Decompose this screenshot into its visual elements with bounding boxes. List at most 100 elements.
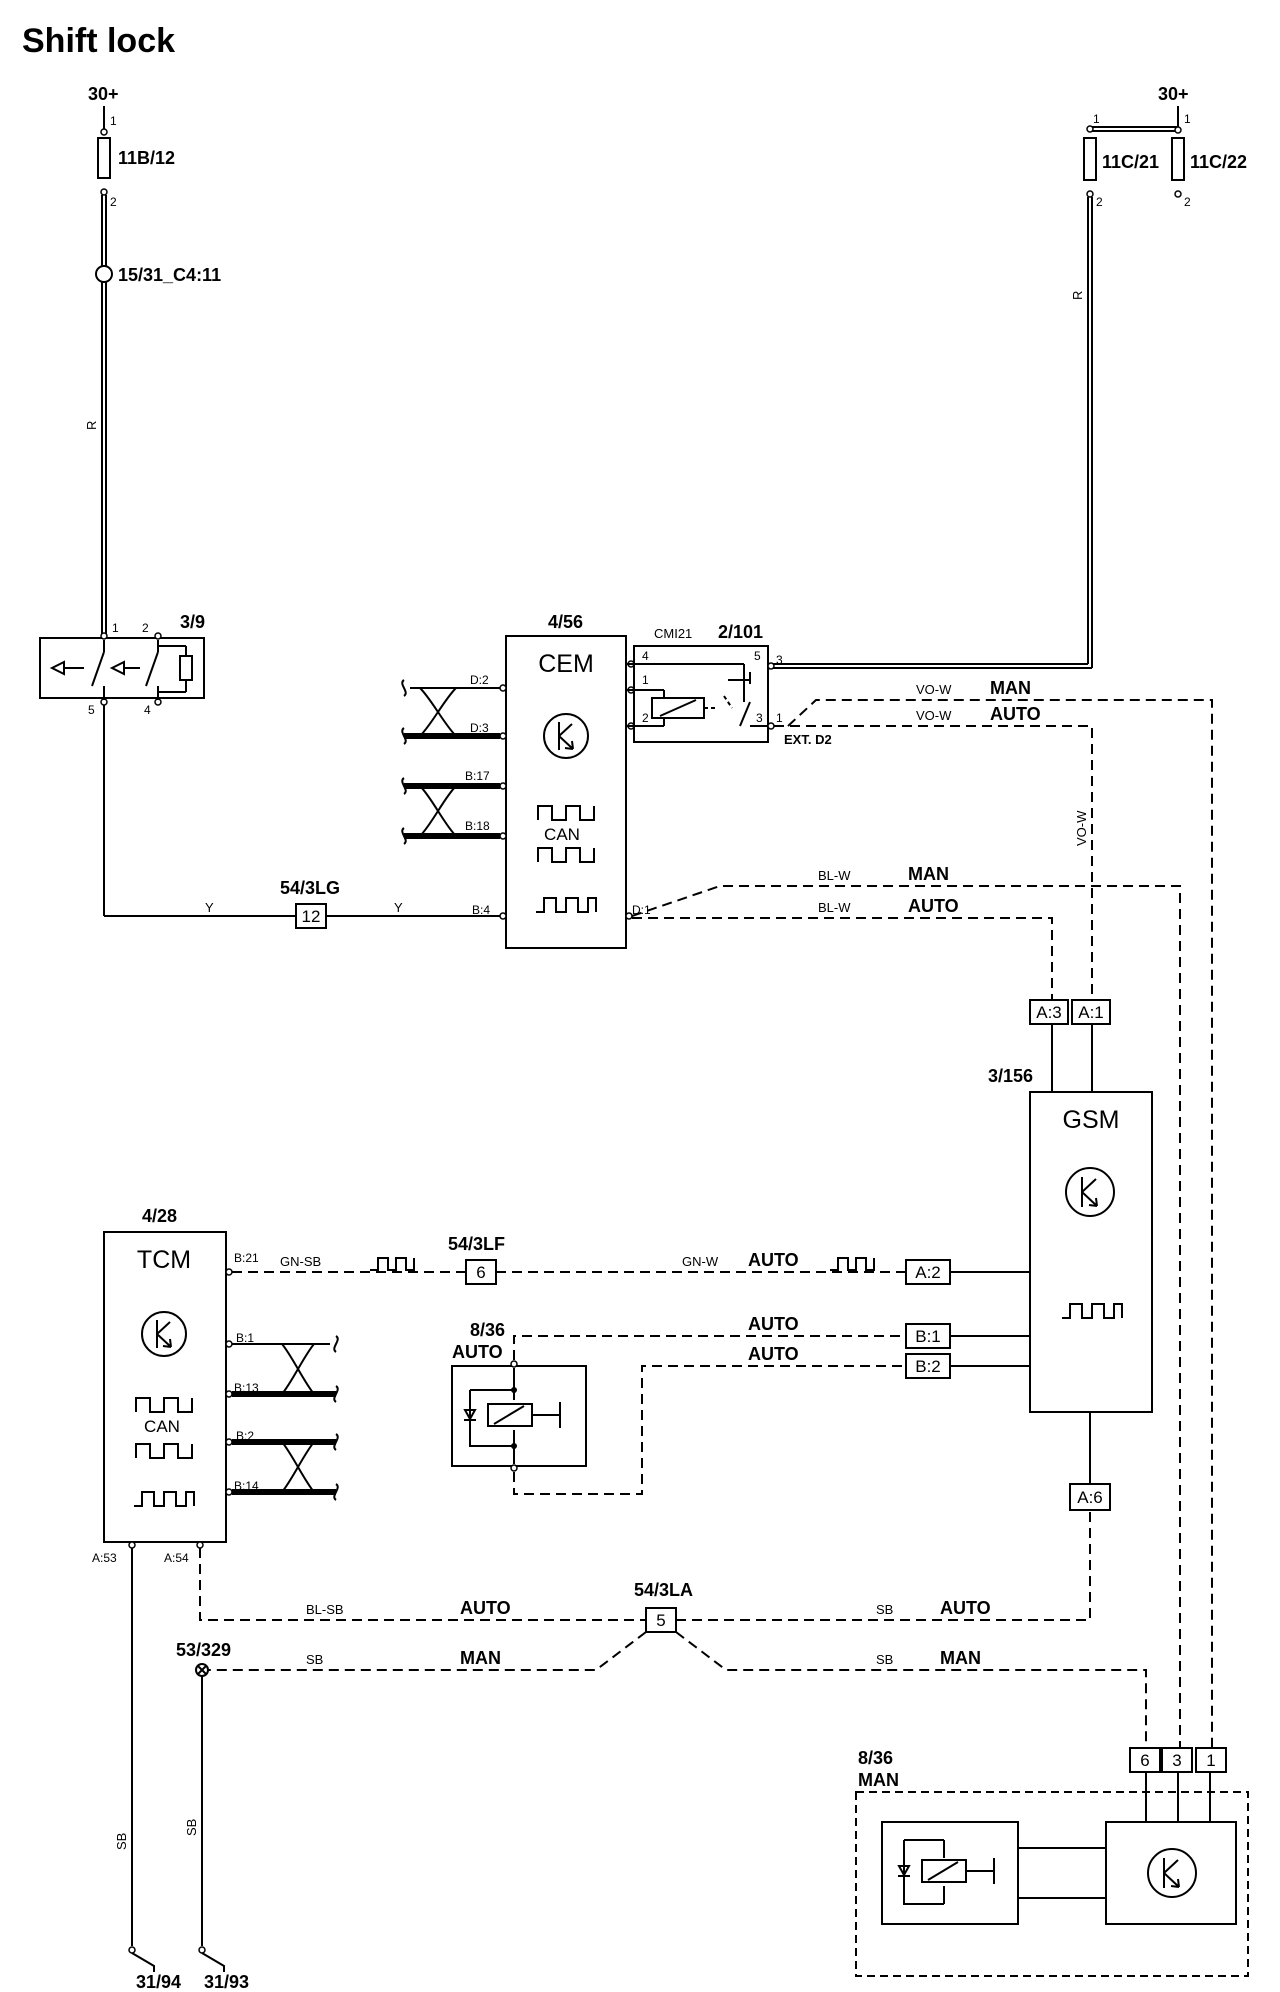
cem-signal-wave <box>536 897 597 913</box>
connector-54-3lg <box>295 903 327 929</box>
wire-bl-w-man-label: BL-W <box>818 868 851 883</box>
pin-fuse-c-1: 1 <box>1184 112 1191 126</box>
sol-man-id: 8/36 <box>858 1748 893 1768</box>
wire-r-right: R <box>1070 291 1085 300</box>
splice-15-label: 15/31_C4:11 <box>118 265 221 285</box>
svg-text:A:3: A:3 <box>1036 1003 1062 1022</box>
cem-name: CEM <box>538 650 594 678</box>
svg-text:1: 1 <box>1206 1751 1215 1770</box>
fuse-11b-12 <box>97 137 111 179</box>
pin-fuse-c-2: 2 <box>1184 195 1191 209</box>
sol-auto-variant: AUTO <box>452 1342 503 1362</box>
tcm-id: 4/28 <box>142 1206 177 1226</box>
variant-auto-2: AUTO <box>908 896 959 916</box>
cem-can-wave-1 <box>537 805 595 821</box>
connector-lf-pin: 6 <box>476 1263 485 1282</box>
relay-ext: EXT. D2 <box>784 732 832 747</box>
wire-sb-a53: SB <box>114 1833 129 1850</box>
switch-3-9 <box>39 637 205 699</box>
sol-man-variant: MAN <box>858 1770 899 1790</box>
variant-man-2: MAN <box>908 864 949 884</box>
fuse-b-label: 11C/21 <box>1102 152 1159 172</box>
fuse-11c-21 <box>1083 137 1097 181</box>
svg-text:B:1: B:1 <box>915 1327 941 1346</box>
relay-pin-2: 2 <box>642 711 649 725</box>
relay-pin-5: 5 <box>754 649 761 663</box>
variant-auto-7: AUTO <box>940 1598 991 1618</box>
tcm-pin-b1: B:1 <box>236 1331 254 1345</box>
man-transistor-icon <box>1147 1848 1197 1898</box>
variant-auto-5: AUTO <box>748 1344 799 1364</box>
gsm-name: GSM <box>1063 1106 1120 1134</box>
fuse-11c-22 <box>1171 137 1185 181</box>
variant-man-4: MAN <box>940 1648 981 1668</box>
fuse-a-label: 11B/12 <box>118 148 175 168</box>
wire-sb-man-right <box>675 1631 1147 1748</box>
cem-id: 4/56 <box>548 612 583 632</box>
variant-auto-6: AUTO <box>460 1598 511 1618</box>
supply-label-left: 30+ <box>88 84 119 104</box>
ground-a-label: 31/94 <box>136 1972 181 1992</box>
pin-sw-2: 2 <box>142 621 149 635</box>
connector-lg-pin: 12 <box>302 907 321 926</box>
variant-auto-3: AUTO <box>748 1250 799 1270</box>
wire-auto-b2 <box>513 1365 906 1495</box>
supply-label-right: 30+ <box>1158 84 1189 104</box>
variant-man-3: MAN <box>460 1648 501 1668</box>
pin-fuse-a-1: 1 <box>110 114 117 128</box>
wire-vo-w-vert: VO-W <box>1074 810 1089 846</box>
relay-id: 2/101 <box>718 622 763 642</box>
wire-y-2: Y <box>394 900 403 915</box>
gsm-transistor-icon <box>1065 1167 1115 1217</box>
relay-pin-1b: 1 <box>776 711 783 725</box>
wire-sb-man-left-label: SB <box>306 1652 323 1667</box>
wire-sb-auto-label: SB <box>876 1602 893 1617</box>
wire-r-left: R <box>84 421 99 430</box>
pin-sw-4: 4 <box>144 703 151 717</box>
variant-auto-4: AUTO <box>748 1314 799 1334</box>
svg-text:A:6: A:6 <box>1077 1488 1103 1507</box>
tcm-signal-wave <box>134 1491 195 1507</box>
relay-pin-3b: 3 <box>756 711 763 725</box>
connector-54-3la <box>645 1607 677 1633</box>
relay-pin-3: 3 <box>776 653 783 667</box>
lf-signal-wave-right <box>830 1257 875 1271</box>
wire-sb-auto <box>676 1510 1091 1621</box>
cem-pin-b17: B:17 <box>465 769 490 783</box>
connector-la-label: 54/3LA <box>634 1580 693 1600</box>
wire-sb-man-left <box>202 1631 647 1671</box>
relay-pin-4: 4 <box>642 649 649 663</box>
gsm-signal-wave <box>1062 1303 1123 1319</box>
wire-sb-ground: SB <box>184 1819 199 1836</box>
tcm-pin-a53: A:53 <box>92 1551 117 1565</box>
ground-31-93-icon <box>198 1946 225 1972</box>
gsm-conn-a6 <box>1069 1483 1111 1511</box>
ground-b-label: 31/93 <box>204 1972 249 1992</box>
pin-fuse-b-1: 1 <box>1093 112 1100 126</box>
wire-vo-w-man-label: VO-W <box>916 682 952 697</box>
ground-point-label: 53/329 <box>176 1640 231 1660</box>
solenoid-man-assembly <box>855 1791 1249 1977</box>
connector-lf-label: 54/3LF <box>448 1234 505 1254</box>
relay-cmi: CMI21 <box>654 626 692 641</box>
tcm-pin-b21: B:21 <box>234 1251 259 1265</box>
pin-sw-5: 5 <box>88 703 95 717</box>
wire-bl-sb-label: BL-SB <box>306 1602 344 1617</box>
gsm-conn-a2 <box>905 1259 951 1285</box>
switch-label: 3/9 <box>180 612 205 632</box>
wire-bl-sb <box>199 1548 646 1621</box>
tcm-can-wave-1 <box>135 1397 193 1413</box>
tcm-pin-a54: A:54 <box>164 1551 189 1565</box>
variant-man-1: MAN <box>990 678 1031 698</box>
wire-bl-w-auto-label: BL-W <box>818 900 851 915</box>
svg-text:6: 6 <box>1140 1751 1149 1770</box>
tcm-name: TCM <box>137 1246 191 1274</box>
wire-vo-w-auto-label: VO-W <box>916 708 952 723</box>
wire-bl-w-man <box>631 885 1181 1748</box>
relay-pin-1: 1 <box>642 673 649 687</box>
wire-vo-w-auto <box>774 725 1093 1000</box>
gsm-conn-b2 <box>905 1353 951 1379</box>
gsm-conn-b1 <box>905 1323 951 1349</box>
fuse-c-label: 11C/22 <box>1190 152 1247 172</box>
